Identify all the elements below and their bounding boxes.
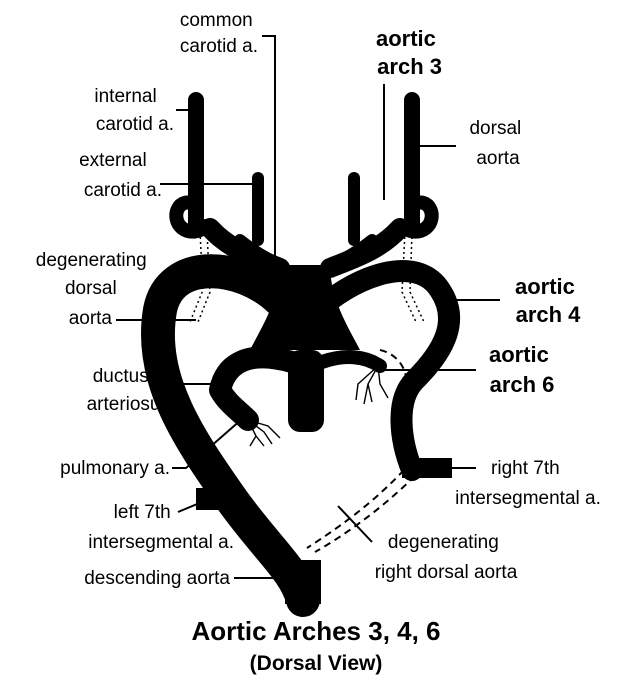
figure-subtitle: (Dorsal View) (250, 652, 383, 675)
left-pulmonary-twigs (248, 420, 280, 446)
left-arch-6 (220, 357, 292, 420)
right-arch-6 (322, 357, 380, 366)
vessel-illustration (158, 100, 452, 604)
label-external-carotid: external carotid a. (79, 150, 162, 201)
label-descending-aorta: descending aorta (84, 568, 230, 589)
label-common-carotid: common carotid a. (180, 10, 258, 57)
label-aortic-arch-6: aortic arch 6 (489, 342, 555, 397)
left-7th-intersegmental-vessel (196, 488, 236, 510)
label-pulmonary-artery: pulmonary a. (60, 458, 170, 479)
label-right-7th-intersegmental: right 7th intersegmental a. (455, 458, 601, 509)
right-7th-intersegmental-vessel (402, 458, 452, 478)
label-degenerating-dorsal-aorta: degenerating dorsal aorta (36, 250, 152, 329)
label-aortic-arch-4: aortic arch 4 (515, 274, 581, 327)
label-degenerating-right-dorsal-aorta: degenerating right dorsal aorta (375, 532, 518, 583)
label-aortic-arch-3: aortic arch 3 (376, 26, 442, 79)
figure-title: Aortic Arches 3, 4, 6 (191, 616, 440, 646)
descending-aorta-trunk (285, 560, 321, 604)
label-internal-carotid: internal carotid a. (94, 86, 174, 135)
label-dorsal-aorta: dorsal aorta (469, 118, 526, 169)
